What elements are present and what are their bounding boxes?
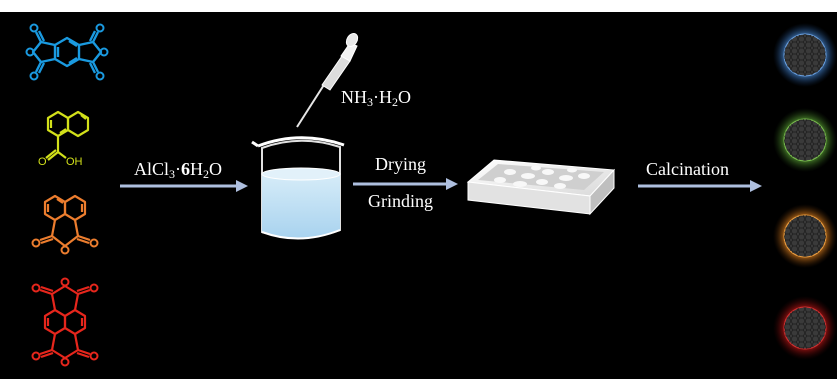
- pyromellitic-dianhydride-icon: [31, 30, 103, 74]
- naphthoic-acid-icon: [45, 110, 90, 161]
- glowing-nanosheet-green: [773, 108, 837, 172]
- naphthalene-dianhydride-icon: [39, 284, 91, 360]
- arrow-calcination: [638, 180, 762, 192]
- naphthalic-oxygen-atoms: [31, 238, 99, 255]
- naphthoic-atom-o: O: [38, 156, 47, 168]
- arrow-reagent: [120, 180, 248, 192]
- beaker-icon: [251, 136, 345, 240]
- ammonia-label: NH3·H2O: [341, 87, 411, 109]
- glowing-nanosheet-red: [773, 296, 837, 360]
- naphthalene-oxygen-atoms: [31, 277, 99, 367]
- glowing-nanosheet-blue: [773, 23, 837, 87]
- crucible-icon: [466, 159, 616, 216]
- grinding-label: Grinding: [368, 191, 433, 211]
- glowing-nanosheet-orange: [773, 204, 837, 268]
- pyromellitic-oxygen-atoms: [25, 23, 109, 81]
- naphthalic-anhydride-icon: [39, 194, 91, 248]
- naphthoic-atom-oh: OH: [66, 156, 83, 168]
- reagent-label: AlCl3·6H2O: [134, 159, 223, 181]
- drying-label: Drying: [375, 154, 426, 174]
- calcination-label: Calcination: [646, 159, 729, 179]
- dropper-icon: [296, 32, 359, 128]
- diagram-background: [0, 12, 837, 379]
- arrow-drying-grinding: [353, 178, 458, 190]
